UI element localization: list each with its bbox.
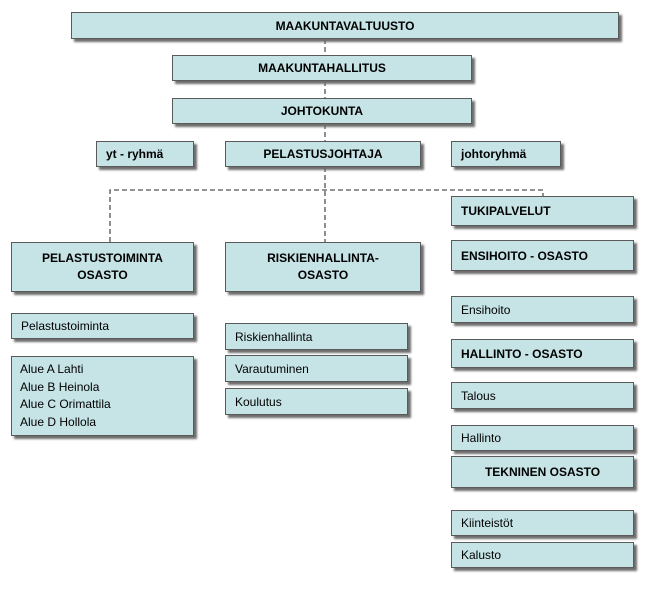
- finance-label: Talous: [461, 388, 496, 403]
- properties-label: Kiinteistöt: [461, 516, 514, 530]
- management-group-label: johtoryhmä: [461, 147, 527, 161]
- training-box: Koulutus: [225, 388, 408, 415]
- first-aid-dept-box: ENSIHOITO - OSASTO: [451, 240, 634, 271]
- chief-label: PELASTUSJOHTAJA: [263, 147, 383, 161]
- training-label: Koulutus: [235, 394, 282, 409]
- administration-box: Hallinto: [451, 425, 634, 451]
- chief-box: PELASTUSJOHTAJA: [225, 141, 421, 167]
- yt-group-box: yt - ryhmä: [96, 141, 194, 167]
- rescue-unit-label: Pelastustoiminta: [21, 319, 110, 333]
- technical-dept-label: TEKNINEN OSASTO: [484, 465, 601, 479]
- council-label: MAAKUNTAVALTUUSTO: [275, 18, 415, 33]
- equipment-box: Kalusto: [451, 542, 634, 568]
- first-aid-dept-label: ENSIHOITO - OSASTO: [461, 248, 588, 263]
- directorate-label: JOHTOKUNTA: [280, 104, 364, 118]
- connector-horizontal-bus: [109, 189, 544, 242]
- rescue-dept-title-2: OSASTO: [77, 268, 128, 282]
- risk-dept-title-1: RISKIENHALLINTA-: [267, 251, 379, 265]
- council-box: MAAKUNTAVALTUUSTO: [71, 12, 619, 39]
- yt-group-label: yt - ryhmä: [106, 147, 164, 161]
- support-services-label: TUKIPALVELUT: [461, 204, 551, 218]
- administration-label: Hallinto: [461, 431, 502, 445]
- directorate-box: JOHTOKUNTA: [172, 98, 472, 124]
- admin-dept-label: HALLINTO - OSASTO: [461, 346, 583, 361]
- risk-unit-label: Riskienhallinta: [235, 329, 313, 344]
- rescue-dept-box: PELASTUSTOIMINTA OSASTO: [11, 242, 194, 292]
- area-d-label: Alue D Hollola: [20, 414, 97, 429]
- preparedness-label: Varautuminen: [235, 361, 309, 376]
- first-aid-box: Ensihoito: [451, 296, 634, 323]
- finance-box: Talous: [451, 382, 634, 409]
- risk-dept-box: RISKIENHALLINTA- OSASTO: [225, 242, 421, 292]
- admin-dept-box: HALLINTO - OSASTO: [451, 339, 634, 368]
- risk-dept-title-2: OSASTO: [297, 268, 349, 282]
- area-b-label: Alue B Heinola: [20, 379, 100, 394]
- technical-dept-box: TEKNINEN OSASTO: [451, 456, 634, 488]
- preparedness-box: Varautuminen: [225, 355, 408, 382]
- area-c-label: Alue C Orimattila: [20, 397, 111, 411]
- risk-unit-box: Riskienhallinta: [225, 323, 408, 350]
- rescue-dept-title-1: PELASTUSTOIMINTA: [42, 251, 163, 265]
- board-box: MAAKUNTAHALLITUS: [172, 55, 472, 81]
- properties-box: Kiinteistöt: [451, 510, 634, 536]
- rescue-areas-box: Alue A Lahti Alue B Heinola Alue C Orima…: [11, 356, 194, 436]
- first-aid-label: Ensihoito: [461, 302, 511, 317]
- management-group-box: johtoryhmä: [451, 141, 561, 167]
- support-services-box: TUKIPALVELUT: [451, 196, 634, 226]
- equipment-label: Kalusto: [461, 548, 502, 562]
- rescue-unit-box: Pelastustoiminta: [11, 313, 194, 339]
- board-label: MAAKUNTAHALLITUS: [258, 61, 386, 75]
- area-a-label: Alue A Lahti: [20, 362, 84, 376]
